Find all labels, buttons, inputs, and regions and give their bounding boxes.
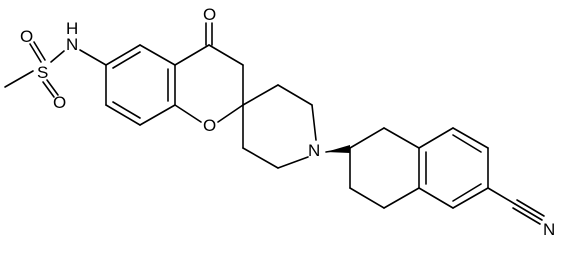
atom-n-amide: N: [66, 35, 78, 54]
bond-spiro-o: [217, 104, 244, 123]
bond-pip-3: [311, 104, 317, 141]
bond-cn-triple-1: [514, 203, 543, 221]
bond-thn-2: [383, 127, 420, 149]
bond-pip-5: [242, 147, 279, 169]
bond-s-o-bottom-2: [46, 79, 59, 96]
atom-o-ketone: O: [203, 5, 216, 24]
bond-benz-4: [139, 104, 176, 126]
bond-n-aryl: [79, 49, 107, 66]
atom-n-piperidine: N: [308, 141, 320, 160]
atom-o-sulfonyl-bottom: O: [53, 93, 66, 112]
bond-pip-2: [277, 84, 313, 106]
bond-benz-5: [105, 104, 141, 126]
bond-ar-cn: [487, 187, 516, 205]
atom-n-nitrile: N: [543, 220, 555, 239]
bond-ar-1: [418, 127, 454, 149]
atom-o-ring: O: [203, 116, 216, 135]
bond-ar-5: [418, 187, 454, 209]
bond-thn-4: [383, 187, 420, 209]
bond-s-o-top: [29, 43, 42, 63]
bond-ch3-s: [4, 70, 34, 88]
bond-cn-triple-3: [512, 207, 541, 225]
bond-n-c2-edge: [325, 147, 351, 153]
atom-h-amide: H: [66, 19, 78, 38]
atom-o-sulfonyl-top: O: [20, 27, 33, 46]
bond-ar-4: [452, 187, 489, 209]
bond-thn-1: [349, 127, 385, 149]
bond-c4a-c4: [174, 44, 210, 66]
bond-c4-c3: [208, 44, 244, 66]
bond-cn-triple-2: [516, 199, 545, 217]
bond-benz-2: [139, 44, 176, 66]
bond-ar-2: [452, 127, 489, 149]
atom-s: S: [37, 63, 48, 82]
bond-thn-5: [349, 187, 385, 209]
bond-benz-1: [105, 44, 141, 66]
bond-benz-5-inner: [112, 101, 141, 119]
bond-pip-4: [277, 156, 309, 169]
bond-o-c8a: [174, 104, 202, 123]
bond-s-n: [50, 50, 65, 63]
bond-ar-2-inner: [452, 134, 482, 153]
bond-s-o-bottom: [42, 81, 55, 98]
bond-ar-4-inner: [452, 183, 482, 202]
bond-benz-1-inner: [112, 51, 141, 69]
bond-s-o-top-2: [33, 41, 46, 61]
bond-pip-1: [242, 84, 279, 106]
